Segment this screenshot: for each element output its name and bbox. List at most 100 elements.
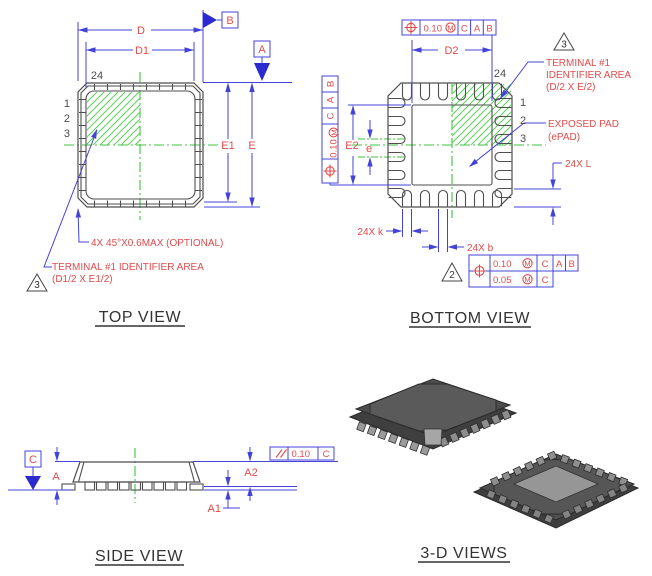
dim-a1-label: A1	[208, 503, 221, 515]
dim-l-lines	[514, 162, 562, 225]
side-pins	[61, 481, 204, 491]
terminal1-bottom-line3: (D/2 X E/2)	[546, 82, 595, 93]
dim-e2-label: E2	[345, 140, 358, 152]
dim-a2-label: A2	[244, 467, 257, 479]
fcf-parallelism-ref: C	[323, 449, 330, 460]
package-3d-top	[348, 378, 518, 456]
note-flag2-label: 2	[449, 270, 455, 281]
fcf-bottom-row1-tol: 0.10	[493, 259, 512, 270]
top-view-title: TOP VIEW	[99, 309, 182, 326]
exposed-pad-outline	[411, 104, 493, 186]
dim-d1-label: D1	[135, 45, 149, 57]
note-flag3-triangle-icon-bottom	[553, 32, 575, 51]
pitch-centerlines	[358, 138, 404, 158]
dim-d-label: D	[137, 25, 145, 37]
exposed-pad-3d	[512, 465, 600, 503]
package-3d-bottom-pins-nw	[489, 450, 558, 487]
fcf-top-ref1: C	[461, 23, 468, 34]
dim-e1-label: E1	[221, 140, 234, 152]
fcf-top-ref2: A	[474, 23, 481, 34]
chamfer-note-leader	[77, 208, 89, 243]
fcf-left-modifier: M	[329, 129, 338, 135]
fcf-bottom-row2-mod: M	[524, 275, 530, 284]
bottom-view: 0.10 M C A B D2 B A C 0.10 M	[321, 19, 631, 328]
fcf-parallelism-tol: 0.10	[292, 449, 311, 460]
bottom-pin2-label: 2	[520, 115, 526, 127]
terminal-ticks-bottom	[93, 200, 187, 207]
datum-b-label: B	[226, 15, 233, 27]
package-3d-top-pins-right	[438, 409, 512, 448]
top-pin1-label: 1	[64, 98, 70, 110]
dim-e1-lines	[204, 92, 237, 203]
epad-note-line2: (ePAD)	[548, 132, 580, 143]
fcf-left-tolerance: 0.10	[329, 139, 340, 158]
fcf-left-ref1: C	[326, 112, 337, 119]
datum-b-box	[221, 11, 239, 29]
top-view: D D1 B A E1 E 24 1 2 3 4X 45°X0.6MA	[26, 10, 292, 327]
three-d-views: 3-D VIEWS	[348, 378, 640, 563]
mmc-modifier-icon	[522, 274, 533, 285]
package-outline-inner	[85, 90, 196, 200]
top-pin2-label: 2	[64, 113, 70, 125]
fcf-parallelism: 0.10 C	[269, 446, 335, 461]
terminal1-note-line2: (D1/2 X E1/2)	[52, 274, 113, 285]
fcf-position-top: 0.10 M C A B	[401, 19, 497, 36]
dim-d2-lines	[411, 35, 493, 103]
note-flag3-label-bottom: 3	[561, 40, 567, 51]
terminal-ticks-right	[195, 98, 202, 192]
terminal1-note-leader	[43, 129, 98, 268]
dim-b-label: 24X b	[467, 243, 494, 254]
package-3d-bottom-pins-sw	[486, 489, 554, 524]
terminal1-hatch-area-bottom	[452, 84, 511, 145]
datum-b-triangle-icon	[203, 12, 217, 28]
fcf-top-ref3: B	[486, 23, 492, 34]
package-3d-bottom-pins-se	[561, 483, 629, 520]
top-pin3-label: 3	[64, 128, 70, 140]
parallelism-icon	[275, 449, 287, 458]
package-3d-bottom	[472, 450, 640, 529]
dim-e2-lines	[329, 104, 411, 186]
dim-a1-lines	[223, 470, 240, 509]
fcf-top-modifier: M	[447, 23, 453, 32]
dim-b-lines	[422, 209, 464, 252]
dim-e-lines	[204, 92, 260, 208]
datum-a-triangle-icon	[254, 63, 270, 81]
note-flag2-triangle-icon	[441, 261, 463, 282]
terminal1-bottom-line1: TERMINAL #1	[546, 58, 611, 69]
dim-a-label: A	[52, 471, 60, 483]
fcf-bottom-row1-mod: M	[524, 259, 530, 268]
bottom-package-outline	[387, 82, 513, 208]
fcf-position-bottom: 0.10 M C A B 0.05 M C	[468, 254, 579, 288]
epad-note-line1: EXPOSED PAD	[548, 119, 619, 130]
fcf-position-left: B A C 0.10 M	[321, 75, 340, 184]
pins-right-edge	[494, 97, 512, 199]
dim-d1-lines	[85, 42, 195, 88]
side-body-outline	[72, 461, 201, 483]
fcf-bottom-row1-ref1: C	[542, 259, 549, 270]
pins-bottom-edge	[401, 189, 503, 207]
dim-k-lines	[386, 209, 428, 237]
three-d-views-title: 3-D VIEWS	[420, 545, 507, 562]
datum-c-label: C	[29, 454, 37, 466]
dim-e-label: E	[248, 140, 255, 152]
fcf-bottom-row1-ref2: A	[556, 259, 563, 270]
dim-k-label: 24X k	[357, 227, 384, 238]
bottom-view-title: BOTTOM VIEW	[410, 310, 530, 327]
note-flag3-label: 3	[34, 280, 40, 291]
fcf-bottom-row1-ref3: B	[569, 259, 575, 270]
dim-d2-label: D2	[444, 45, 458, 57]
terminal-ticks-top	[93, 84, 187, 90]
terminal1-bottom-line2: IDENTIFIER AREA	[546, 70, 631, 81]
side-view-title: SIDE VIEW	[95, 548, 183, 565]
pins-left-edge	[388, 97, 406, 199]
mmc-modifier-icon	[328, 127, 339, 138]
package-3d-bottom-pins-ne	[559, 454, 629, 487]
bottom-pin24-label: 24	[494, 68, 506, 80]
terminal1-note-line1: TERMINAL #1 IDENTIFIER AREA	[52, 262, 204, 273]
bottom-pin1-label: 1	[520, 97, 526, 109]
bottom-pin3-label: 3	[520, 133, 526, 145]
dim-e-pitch-label: e	[366, 143, 372, 155]
mmc-modifier-icon	[445, 22, 456, 33]
terminal1-note-leader-bottom	[500, 61, 544, 99]
